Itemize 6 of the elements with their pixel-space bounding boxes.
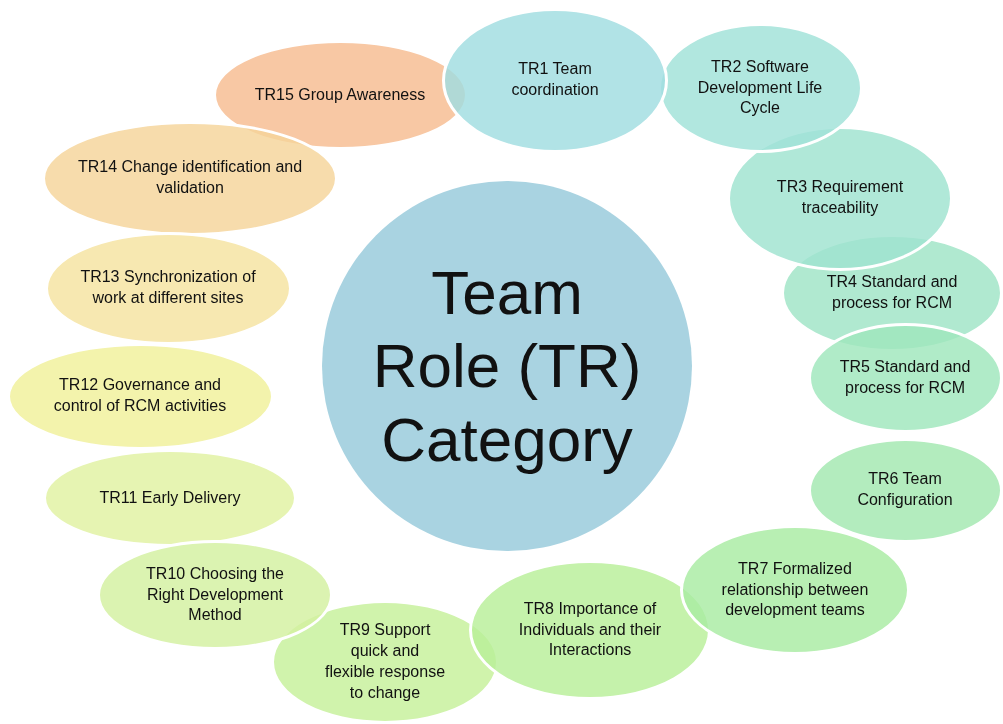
- category-ellipse: TR11 Early Delivery: [43, 449, 297, 547]
- category-ellipse: TR14 Change identification and validation: [42, 120, 338, 236]
- category-ellipse: TR8 Importance of Individuals and their Interactions: [469, 560, 711, 700]
- center-circle: Team Role (TR) Category: [322, 181, 692, 551]
- category-ellipse: TR7 Formalized relationship between development teams: [680, 525, 910, 655]
- category-ellipse: TR10 Choosing the Right Development Method: [97, 540, 333, 650]
